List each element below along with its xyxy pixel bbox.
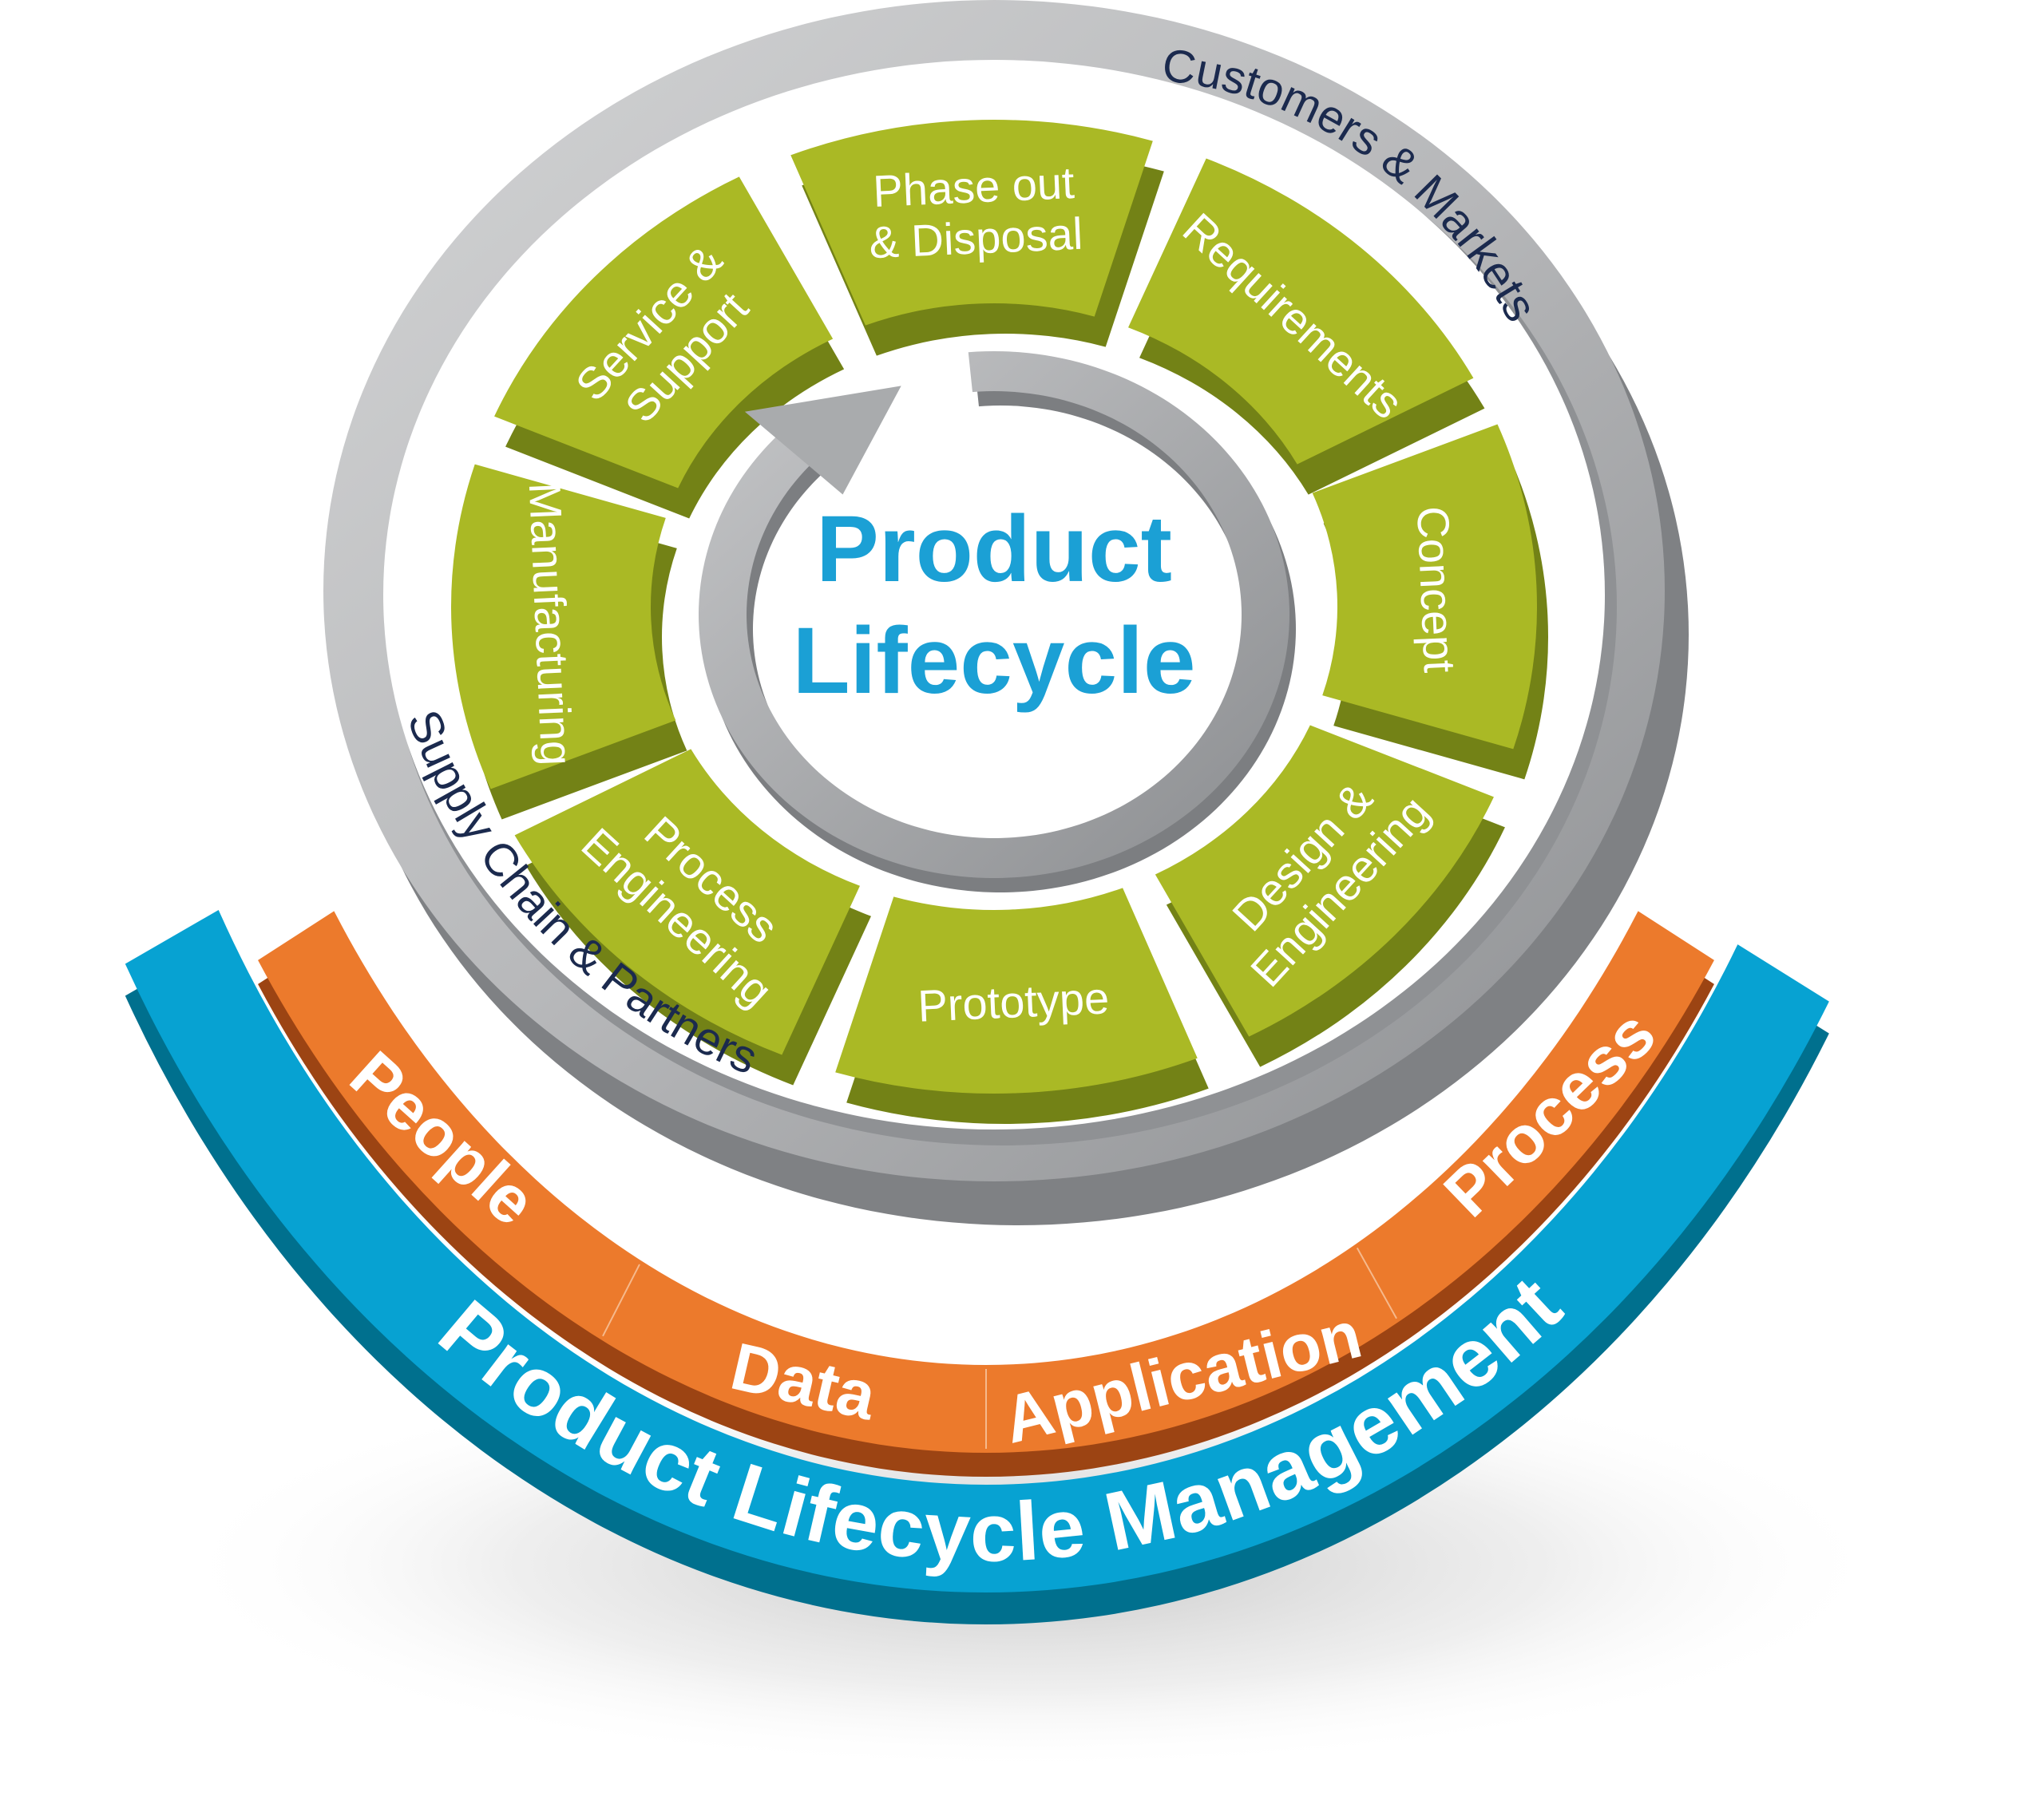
- stage-top: [1128, 158, 1474, 465]
- pillars-band: [258, 911, 1714, 1453]
- stage-concept: Concept: [1312, 424, 1548, 780]
- stage-top: [1155, 725, 1494, 1037]
- stage-label-line: Concept: [1408, 505, 1465, 675]
- stage-label-line: Manufacturing: [520, 481, 582, 766]
- stage-top: [835, 888, 1198, 1094]
- stage-label-phase-out-disposal: Phase out& Disposal: [866, 157, 1083, 268]
- stage-process-engineering: ProcessEngineering: [514, 749, 871, 1086]
- stage-top: [494, 176, 834, 489]
- pillar-divider: [1356, 1247, 1397, 1319]
- stage-manufacturing: Manufacturing: [450, 464, 687, 820]
- stage-top: [450, 464, 676, 789]
- cycle-arrow-icon: [699, 350, 1296, 892]
- plm-band: [125, 910, 1829, 1593]
- stage-label-line: & Disposal: [868, 208, 1083, 268]
- stage-label-prototype: Prototype: [917, 972, 1110, 1031]
- center-title-line1: Product: [816, 497, 1172, 602]
- stage-label-line: Prototype: [917, 972, 1110, 1031]
- stage-label-line: Phase out: [872, 157, 1075, 216]
- stage-design-engineering: Design &Engineering: [1155, 725, 1505, 1067]
- stage-top: [790, 119, 1153, 326]
- stage-phase-out-disposal: Phase out& Disposal: [790, 119, 1164, 356]
- foundation-layer: [125, 910, 1829, 1625]
- stage-top: [1312, 424, 1537, 750]
- center-title-line2: Lifecycle: [792, 608, 1195, 714]
- stage-prototype: Prototype: [835, 888, 1209, 1125]
- stage-label-concept: Concept: [1408, 505, 1465, 675]
- stage-top: [514, 749, 860, 1055]
- pillar-divider: [602, 1264, 640, 1337]
- arrow-head: [744, 386, 901, 495]
- stage-label-manufacturing: Manufacturing: [520, 481, 582, 766]
